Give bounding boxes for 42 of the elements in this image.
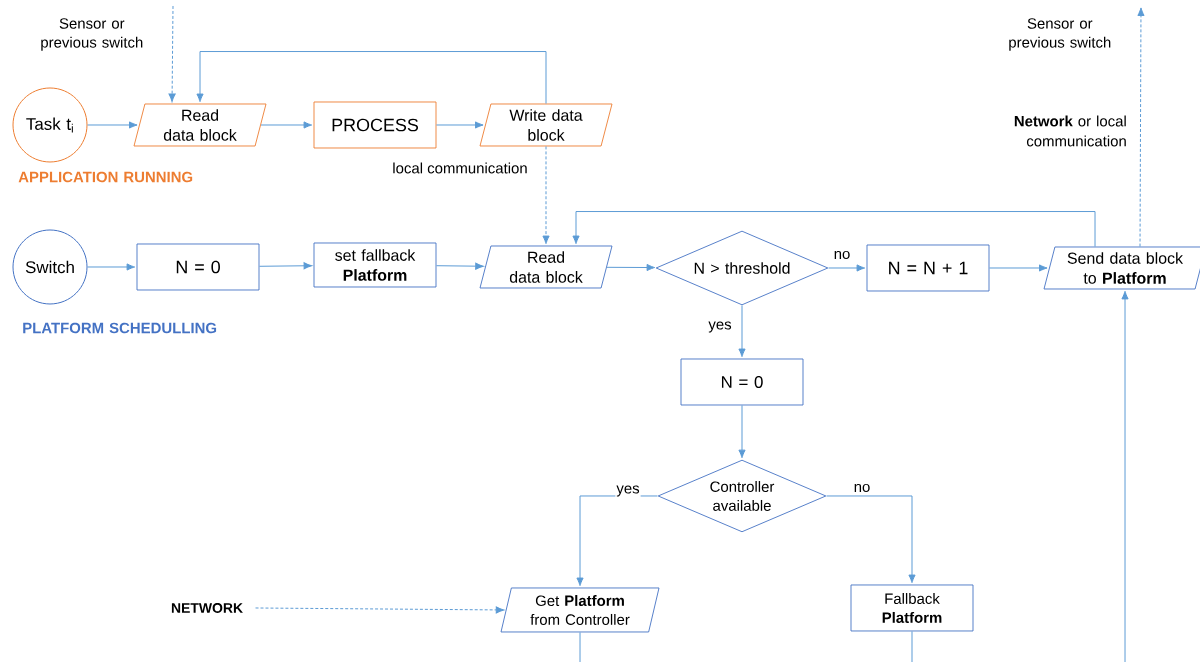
edge-label: yes	[615, 484, 641, 498]
process-box: Fallback Platform	[850, 584, 974, 632]
data-parallelogram: Write data block	[479, 103, 613, 147]
edge-label: no	[832, 249, 852, 261]
source-label: Sensor or previous switch	[41, 18, 143, 51]
arrow	[542, 145, 550, 245]
source-label: NETWORK	[171, 603, 243, 613]
arrow	[255, 606, 505, 614]
arrow	[572, 211, 1096, 248]
data-parallelogram: Read data block	[133, 103, 267, 147]
note-text: APPLICATION RUNNING	[18, 171, 193, 183]
arrow	[738, 304, 746, 358]
arrow	[606, 263, 656, 272]
note-text: PLATFORM SCHEDULLING	[23, 322, 217, 334]
arrow	[827, 264, 866, 272]
data-parallelogram: Read data block	[479, 245, 613, 289]
arrow	[1137, 7, 1145, 248]
arrow	[435, 121, 484, 129]
data-parallelogram: Get Platform from Controller	[500, 587, 660, 633]
arrow	[258, 262, 313, 270]
arrow	[168, 5, 176, 103]
arrow	[87, 263, 136, 271]
process-box: N = 0	[680, 358, 804, 406]
edge-label: yes	[707, 320, 733, 334]
note-text: Network or local communication	[1014, 115, 1126, 147]
process-box: N = N + 1	[866, 244, 990, 292]
arrow	[576, 495, 659, 587]
source-label: Sensor or previous switch	[1009, 18, 1111, 51]
arrow	[988, 264, 1048, 272]
arrow	[825, 495, 916, 584]
process-box: PROCESS	[313, 101, 437, 149]
process-box: set fallback Platform	[313, 242, 437, 288]
arrow	[738, 404, 746, 459]
arrow	[435, 262, 484, 270]
arrow	[1121, 290, 1129, 662]
edge-label: local communication	[391, 161, 529, 175]
arrow	[196, 51, 547, 105]
edge-label: no	[852, 482, 872, 494]
data-parallelogram: Send data block to Platform	[1043, 246, 1200, 290]
process-box: N = 0	[136, 243, 260, 291]
arrow	[87, 121, 138, 129]
arrow	[260, 121, 313, 129]
